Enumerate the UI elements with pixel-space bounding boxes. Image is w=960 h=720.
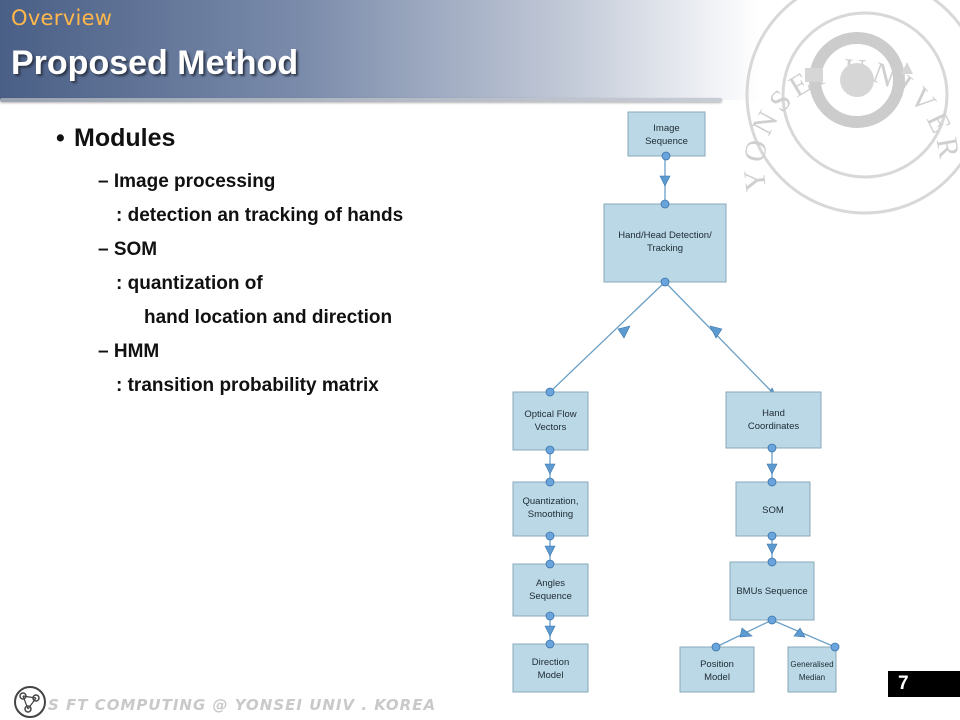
arrowhead-7 <box>766 463 778 475</box>
module-desc-som: : quantization of <box>116 273 263 294</box>
node-hand-head-line1: Hand/Head Detection/ <box>618 230 712 241</box>
node-quantization: Quantization, Smoothing <box>512 481 589 537</box>
header-band <box>0 0 760 100</box>
header-divider <box>0 98 722 102</box>
port-15 <box>767 615 777 625</box>
port-5 <box>545 445 555 455</box>
node-som: SOM <box>735 481 811 537</box>
node-position-line2: Model <box>704 672 730 683</box>
main-bullet: • Modules <box>56 124 516 153</box>
port-14 <box>767 557 777 567</box>
module-desc-image-processing: : detection an tracking of hands <box>116 205 404 226</box>
port-4 <box>545 387 555 397</box>
node-generalised-line1: Generalised <box>790 660 833 669</box>
node-direction-line1: Direction <box>532 657 570 668</box>
port-16 <box>711 642 721 652</box>
arrowhead-2 <box>617 325 631 339</box>
node-hand-coords-line2: Coordinates <box>748 421 799 432</box>
node-image-sequence: Image Sequence <box>627 111 706 157</box>
arrowhead-8 <box>766 543 778 555</box>
node-position-line1: Position <box>700 659 734 670</box>
node-som-line1: SOM <box>762 505 784 516</box>
node-angles-sequence: Angles Sequence <box>512 563 589 617</box>
node-bmus-sequence: BMUs Sequence <box>729 561 815 621</box>
modules-bullet-list: • Modules – Image processing : detection … <box>56 124 516 403</box>
node-quantization-line1: Quantization, <box>523 496 579 507</box>
edge-hand-head-to-coords <box>664 281 773 393</box>
arrowhead-5 <box>544 545 556 557</box>
arrowhead-3 <box>709 325 723 339</box>
module-desc-hmm: : transition probability matrix <box>116 375 379 396</box>
arrowhead-9 <box>739 627 753 638</box>
port-6 <box>545 477 555 487</box>
node-direction-model: Direction Model <box>512 643 589 693</box>
node-optical-flow-line1: Optical Flow <box>524 409 576 420</box>
edge-bmus-to-generalised <box>771 619 836 648</box>
port-17 <box>830 642 840 652</box>
arrowhead-4 <box>544 463 556 475</box>
section-label: Overview <box>11 6 113 30</box>
bullet-dot-icon: • <box>56 124 65 152</box>
page-title: Proposed Method <box>11 44 299 82</box>
module-item-hmm: – HMM <box>98 341 160 362</box>
edge-hand-head-to-optical <box>549 281 666 393</box>
node-direction-line2: Model <box>538 670 564 681</box>
node-image-sequence-line2: Sequence <box>645 136 688 147</box>
node-hand-coordinates: Hand Coordinates <box>725 391 822 449</box>
arrowhead-1 <box>659 175 671 187</box>
port-7 <box>545 531 555 541</box>
node-angles-line2: Sequence <box>529 591 572 602</box>
node-optical-flow-line2: Vectors <box>535 422 567 433</box>
node-hand-coords-line1: Hand <box>762 408 785 419</box>
module-item-som: – SOM <box>98 239 158 260</box>
node-bmus-line1: BMUs Sequence <box>736 586 807 597</box>
soft-computing-logo-icon <box>14 686 46 718</box>
node-hand-head-detection: Hand/Head Detection/ Tracking <box>603 203 727 283</box>
port-11 <box>767 443 777 453</box>
port-2 <box>660 199 670 209</box>
page-number: 7 <box>888 671 960 697</box>
node-generalised-line2: Median <box>799 673 825 682</box>
node-angles-line1: Angles <box>536 578 565 589</box>
node-hand-head-line2: Tracking <box>647 243 683 254</box>
arrowhead-6 <box>544 625 556 637</box>
main-bullet-label: Modules <box>74 124 176 152</box>
port-10 <box>545 639 555 649</box>
node-optical-flow: Optical Flow Vectors <box>512 391 589 451</box>
node-generalised-median: Generalised Median <box>787 646 837 693</box>
university-seal-watermark: YONSEI UNIVERSITY <box>735 0 960 215</box>
module-desc-som-cont: hand location and direction <box>144 307 393 328</box>
module-item-image-processing: – Image processing <box>98 171 276 192</box>
footer-affiliation: S FT COMPUTING @ YONSEI UNIV . KOREA <box>48 696 437 714</box>
port-9 <box>545 611 555 621</box>
port-13 <box>767 531 777 541</box>
port-8 <box>545 559 555 569</box>
node-position-model: Position Model <box>679 646 755 693</box>
node-quantization-line2: Smoothing <box>528 509 573 520</box>
method-flow-diagram: Image Sequence Hand/Head Detection/ Trac… <box>512 111 840 693</box>
node-image-sequence-line1: Image <box>653 123 679 134</box>
arrowhead-10 <box>793 627 806 638</box>
port-1 <box>661 151 671 161</box>
port-12 <box>767 477 777 487</box>
port-3 <box>660 277 670 287</box>
